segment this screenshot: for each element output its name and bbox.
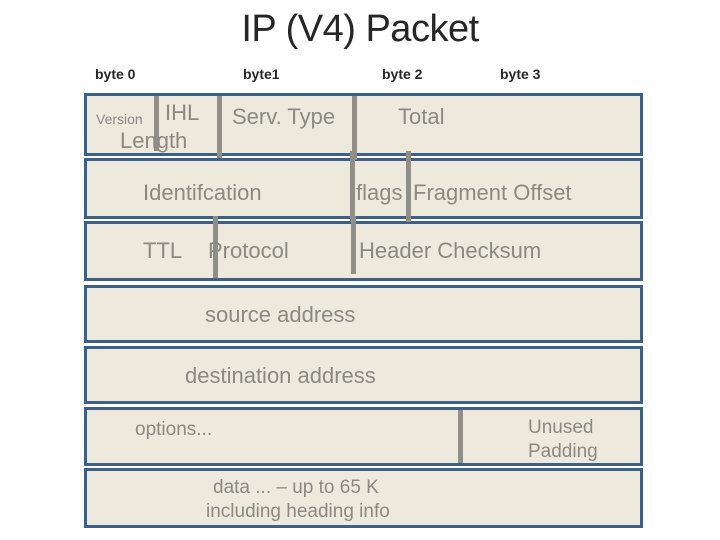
divider-identification-flags	[350, 151, 355, 222]
unused-line: Unused	[528, 417, 594, 438]
field-flags-label: flags	[356, 180, 403, 205]
divider-flags-fragment	[406, 151, 411, 222]
field-identification-label: Identifcation	[143, 180, 262, 205]
row-version-ihl-servtype-total: Version IHL Length Serv. Type Total	[84, 93, 643, 156]
padding-line: Padding	[528, 440, 598, 462]
field-length-label: Length	[120, 128, 188, 153]
field-header-checksum-label: Header Checksum	[359, 238, 542, 263]
field-ihl-label: IHL	[165, 100, 200, 125]
divider-servtype-total	[352, 96, 357, 160]
row-ttl-protocol-checksum: TTL Protocol Header Checksum	[84, 221, 643, 281]
field-protocol-label: Protocol	[208, 238, 289, 263]
slide-title: IP (V4) Packet	[241, 8, 479, 50]
field-ttl-label: TTL	[143, 238, 183, 263]
field-options-label: options...	[135, 419, 213, 440]
divider-protocol-checksum	[351, 216, 356, 274]
byte-label-0: byte 0	[95, 66, 136, 82]
field-source-address-label: source address	[205, 302, 356, 327]
byte-label-2: byte 2	[382, 66, 423, 82]
divider-ihl-servtype	[217, 96, 222, 158]
field-destination-address-label: destination address	[185, 363, 376, 388]
divider-ttl-protocol	[213, 216, 218, 278]
data-line-2: including heading info	[206, 500, 390, 522]
byte-label-1: byte1	[243, 66, 280, 82]
row-source-address: source address	[84, 285, 643, 343]
divider-version-ihl	[154, 96, 159, 151]
row-destination-address: destination address	[84, 346, 643, 404]
row-identification-flags-fragment: Identifcation flags Fragment Offset	[84, 158, 643, 219]
field-fragment-offset-label: Fragment Offset	[413, 180, 572, 205]
field-serv-type-label: Serv. Type	[232, 104, 336, 129]
divider-options-padding	[458, 410, 463, 463]
data-line-1: data ... – up to 65 K	[213, 477, 379, 498]
field-total-label: Total	[398, 104, 445, 129]
byte-label-3: byte 3	[500, 66, 541, 82]
field-version-label: Version	[96, 111, 143, 127]
